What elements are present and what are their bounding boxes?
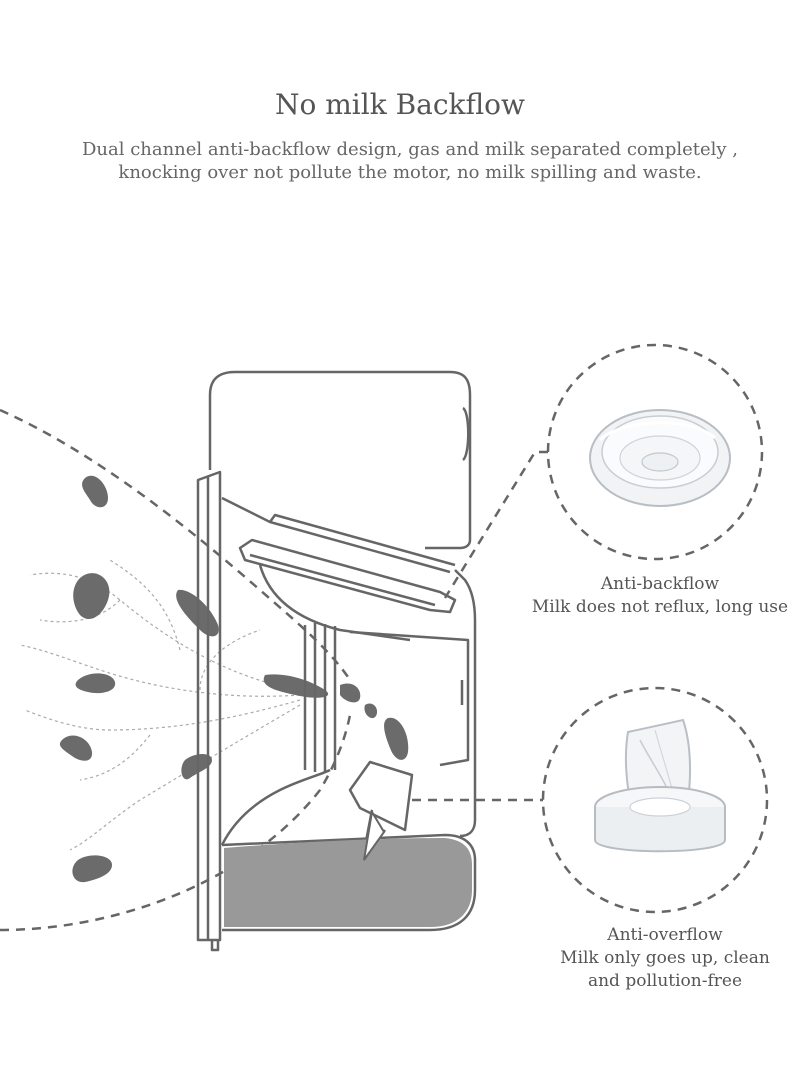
callout-caption-anti-overflow: Anti-overflow Milk only goes up, clean a… <box>540 924 790 993</box>
milk-duct-lines <box>19 559 301 851</box>
anti-backflow-membrane-image <box>589 409 731 507</box>
breast-upper-contour <box>0 408 352 681</box>
milk-drop <box>82 475 108 508</box>
duckbill-valve <box>348 760 414 832</box>
milk-drop <box>72 855 112 883</box>
milk-droplets <box>59 475 409 883</box>
diaphragm-line <box>268 513 456 567</box>
diaphragm-cap <box>238 538 457 614</box>
flange-plate <box>196 470 222 942</box>
subtitle-line-2: knocking over not pollute the motor, no … <box>118 162 702 183</box>
page-subtitle: Dual channel anti-backflow design, gas a… <box>30 138 790 184</box>
callout-description: Milk only goes up, clean <box>560 948 770 968</box>
milk-drop <box>59 735 93 761</box>
body-upper <box>258 564 411 642</box>
neck-lower <box>220 768 331 846</box>
motor-side-bump <box>461 406 470 462</box>
diaphragm-inner <box>249 553 436 607</box>
flange-bottom-pin <box>210 940 220 952</box>
milk-drop <box>73 573 110 620</box>
callout-circle-anti-backflow <box>546 343 764 561</box>
breast-lower-contour <box>0 714 352 932</box>
leader-line-backflow <box>443 450 548 599</box>
milk-drop <box>181 754 212 780</box>
milk-drop <box>340 683 361 703</box>
milk-drop <box>75 673 116 694</box>
anti-overflow-valve-image <box>594 718 726 853</box>
milk-drop <box>263 674 329 698</box>
valve-block <box>349 630 470 767</box>
duckbill-tip-fill <box>363 809 386 861</box>
milk-drop <box>364 703 378 719</box>
page-title: No milk Backflow <box>274 88 525 121</box>
callout-title: Anti-backflow <box>600 574 720 594</box>
subtitle-line-1: Dual channel anti-backflow design, gas a… <box>81 139 739 160</box>
bottle <box>221 833 477 932</box>
body-right <box>454 569 477 838</box>
callout-caption-anti-backflow: Anti-backflow Milk does not reflux, long… <box>525 573 795 619</box>
milk-drop <box>384 717 409 760</box>
diaphragm-top <box>221 496 451 574</box>
callout-title: Anti-overflow <box>607 925 723 945</box>
motor-housing <box>208 370 472 550</box>
pump-outline <box>196 370 477 952</box>
callout-description: and pollution-free <box>587 971 743 991</box>
breast-outline <box>0 408 352 932</box>
callout-circle-anti-overflow <box>541 686 769 914</box>
milk-level <box>224 838 472 927</box>
callout-description: Milk does not reflux, long use <box>531 597 789 617</box>
